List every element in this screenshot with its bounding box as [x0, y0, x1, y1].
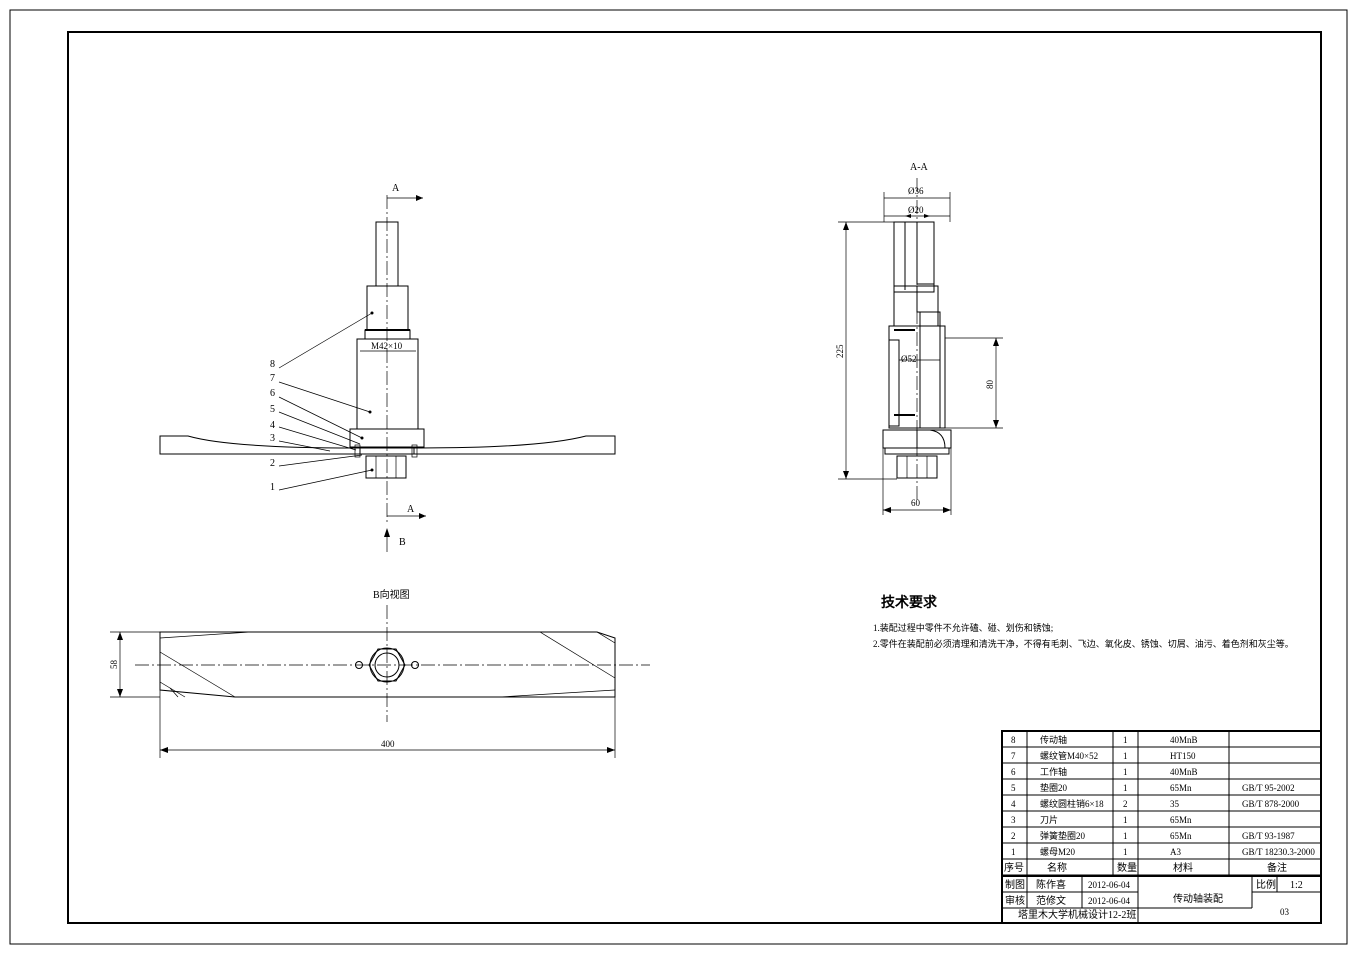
bom-row-no: 4 — [1011, 799, 1016, 809]
bom-row-qty: 1 — [1123, 815, 1128, 825]
callout-5: 5 — [270, 404, 275, 415]
bom-row-name: 弹簧垫圈20 — [1040, 830, 1086, 841]
bom-row-name: 传动轴 — [1040, 734, 1067, 745]
dim-d20: Ø20 — [908, 205, 924, 215]
bom-header-name: 名称 — [1047, 861, 1067, 874]
bom-header-note: 备注 — [1267, 861, 1287, 874]
bom-row-qty: 1 — [1123, 751, 1128, 761]
callout-6: 6 — [270, 388, 275, 399]
tech-item-1: 1.装配过程中零件不允许磕、碰、划伤和锈蚀; — [873, 622, 1053, 633]
bom-row-name: 工作轴 — [1040, 766, 1067, 777]
bom-row-material: 35 — [1170, 799, 1180, 809]
bom-row-material: 65Mn — [1170, 783, 1192, 793]
bom-row-qty: 1 — [1123, 847, 1128, 857]
bom-row-no: 7 — [1011, 751, 1016, 761]
bom-row-qty: 1 — [1123, 831, 1128, 841]
bom-row-note: GB/T 18230.3-2000 — [1242, 847, 1315, 857]
outer-border — [9, 9, 1348, 945]
callouts: 8 7 6 5 4 3 2 1 — [270, 311, 374, 493]
inner-frame — [67, 31, 1322, 924]
bom-header-material: 材料 — [1173, 861, 1193, 874]
school-name: 塔里木大学机械设计12-2班 — [1018, 908, 1136, 921]
bom-row-note: GB/T 95-2002 — [1242, 783, 1295, 793]
b-view: B向视图 58 400 — [109, 588, 650, 758]
dim-80: 80 — [985, 380, 995, 390]
callout-7: 7 — [270, 373, 275, 384]
view-label-b: B — [399, 537, 406, 548]
section-a-a: A-A Ø36 Ø20 Ø52 — [835, 162, 1003, 515]
tech-title: 技术要求 — [881, 594, 938, 611]
bom-row-no: 8 — [1011, 735, 1016, 745]
bom-row-note: GB/T 878-2000 — [1242, 799, 1300, 809]
dim-400: 400 — [381, 739, 395, 749]
callout-2: 2 — [270, 458, 275, 469]
bom-row-qty: 2 — [1123, 799, 1128, 809]
drawn-date: 2012-06-04 — [1088, 880, 1130, 890]
tech-requirements: 技术要求 1.装配过程中零件不允许磕、碰、划伤和锈蚀; 2.零件在装配前必须清理… — [873, 594, 1294, 649]
bom-row-material: 40MnB — [1170, 735, 1198, 745]
bom-row-material: 65Mn — [1170, 815, 1192, 825]
bom-row-name: 螺纹圆柱销6×18 — [1040, 798, 1104, 809]
bom-header-no: 序号 — [1004, 861, 1024, 874]
bom-row-material: 40MnB — [1170, 767, 1198, 777]
bom-row-material: HT150 — [1170, 751, 1196, 761]
dim-thread: M42×10 — [371, 341, 403, 351]
dim-d36: Ø36 — [908, 186, 924, 196]
drawing-number: 03 — [1280, 907, 1290, 917]
dim-60: 60 — [911, 498, 921, 508]
scale-label: 比例 — [1256, 878, 1276, 891]
dim-d52: Ø52 — [901, 354, 917, 364]
front-view: A A B M42×10 — [159, 183, 616, 552]
scale-value: 1:2 — [1290, 880, 1303, 891]
check-date: 2012-06-04 — [1088, 896, 1130, 906]
bom-row-no: 2 — [1011, 831, 1016, 841]
bom-row-no: 3 — [1011, 815, 1016, 825]
bom-row-name: 螺纹管M40×52 — [1040, 750, 1098, 761]
drawing-name: 传动轴装配 — [1173, 892, 1223, 905]
callout-4: 4 — [270, 420, 275, 431]
dim-225: 225 — [835, 344, 845, 358]
bom-row-qty: 1 — [1123, 767, 1128, 777]
bom-row-name: 刀片 — [1040, 814, 1058, 825]
bom-header-qty: 数量 — [1117, 861, 1137, 874]
dim-58: 58 — [109, 660, 119, 670]
callout-8: 8 — [270, 359, 275, 370]
bom-row-no: 1 — [1011, 847, 1016, 857]
bom-row-name: 螺母M20 — [1040, 847, 1076, 857]
bom-row-qty: 1 — [1123, 735, 1128, 745]
bom-row-material: A3 — [1170, 847, 1181, 857]
title-block: 制图 陈作喜 2012-06-04 审核 范修文 2012-06-04 塔里木大… — [1001, 730, 1322, 924]
bom-row-qty: 1 — [1123, 783, 1128, 793]
cut-label-bottom: A — [407, 504, 415, 515]
drawn-label: 制图 — [1005, 878, 1025, 891]
bom-row-no: 6 — [1011, 767, 1016, 777]
drawn-by: 陈作喜 — [1036, 878, 1066, 891]
bom-row-note: GB/T 93-1987 — [1242, 831, 1295, 841]
bom-row-material: 65Mn — [1170, 831, 1192, 841]
callout-3: 3 — [270, 433, 275, 444]
tech-item-2: 2.零件在装配前必须清理和清洗干净，不得有毛刺、飞边、氧化皮、锈蚀、切屑、油污、… — [873, 638, 1294, 649]
callout-1: 1 — [270, 482, 275, 493]
check-label: 审核 — [1005, 894, 1025, 907]
cut-label-top: A — [392, 183, 400, 194]
b-view-title: B向视图 — [373, 588, 410, 601]
section-label: A-A — [910, 162, 929, 173]
check-by: 范修文 — [1036, 894, 1066, 907]
bom-row-no: 5 — [1011, 783, 1016, 793]
bom-row-name: 垫圈20 — [1040, 782, 1068, 793]
